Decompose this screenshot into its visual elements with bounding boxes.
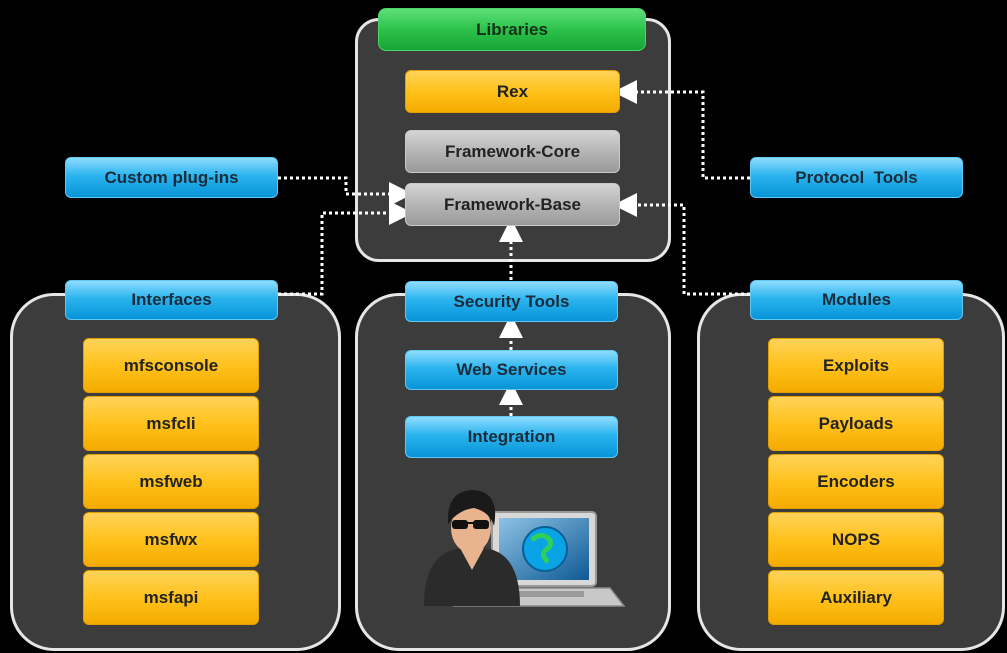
module-item-exploits: Exploits xyxy=(768,338,944,393)
security-tools-box: Security Tools xyxy=(405,281,618,322)
rex-box: Rex xyxy=(405,70,620,113)
connector-modules-to-base xyxy=(613,193,750,296)
interface-item-msfweb: msfweb xyxy=(83,454,259,509)
interfaces-title: Interfaces xyxy=(65,280,278,320)
libraries-title: Libraries xyxy=(378,8,646,51)
modules-list: Exploits Payloads Encoders NOPS Auxiliar… xyxy=(768,338,944,628)
connector-interfaces-to-base xyxy=(278,201,413,296)
module-item-encoders: Encoders xyxy=(768,454,944,509)
web-services-box: Web Services xyxy=(405,350,618,390)
modules-title: Modules xyxy=(750,280,963,320)
module-item-auxiliary: Auxiliary xyxy=(768,570,944,625)
user-sunglasses-icon xyxy=(424,490,520,606)
protocol-tools-box: Protocol Tools xyxy=(750,157,963,198)
interface-item-msfcli: msfcli xyxy=(83,396,259,451)
module-item-payloads: Payloads xyxy=(768,396,944,451)
interface-item-msfapi: msfapi xyxy=(83,570,259,625)
interface-item-msfwx: msfwx xyxy=(83,512,259,567)
interfaces-list: mfsconsole msfcli msfweb msfwx msfapi xyxy=(83,338,259,628)
laptop-globe-icon xyxy=(452,511,626,607)
connector-plugins-to-base xyxy=(278,176,413,206)
integration-box: Integration xyxy=(405,416,618,458)
framework-base-box: Framework-Base xyxy=(405,183,620,226)
module-item-nops: NOPS xyxy=(768,512,944,567)
custom-plugins-box: Custom plug-ins xyxy=(65,157,278,198)
interface-item-mfsconsole: mfsconsole xyxy=(83,338,259,393)
framework-core-box: Framework-Core xyxy=(405,130,620,173)
connector-protocol-to-rex xyxy=(613,80,750,180)
